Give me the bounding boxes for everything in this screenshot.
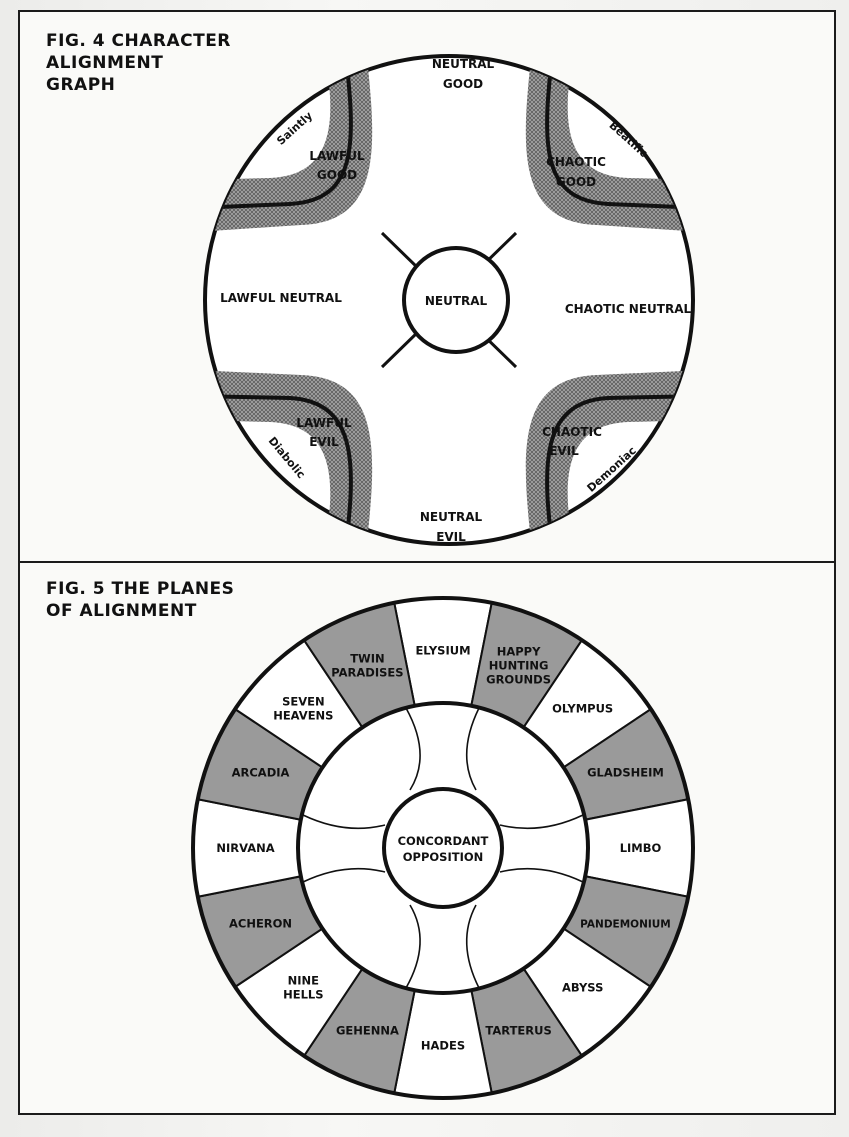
plane-label-nine-hells-1: NINE [288, 974, 320, 988]
fig5-title: FIG. 5 THE PLANES OF ALIGNMENT [46, 578, 266, 622]
plane-label-twin-paradises-2: PARADISES [331, 666, 403, 680]
fig5-inner-connectors [302, 707, 584, 989]
plane-label-tarterus: TARTERUS [485, 1023, 551, 1037]
neutral-center-label: NEUTRAL [425, 294, 488, 308]
chaotic-evil-band [525, 370, 693, 544]
lawful-evil-label-1: LAWFUL [296, 416, 352, 430]
plane-label-nine-hells-2: HELLS [283, 988, 323, 1002]
fig4-center-circle [402, 246, 510, 354]
plane-label-hades: HADES [421, 1039, 465, 1053]
plane-label-seven-heavens-2: HEAVENS [273, 708, 333, 722]
lawful-good-label-2: GOOD [317, 168, 357, 182]
connector-right-bottom [499, 867, 584, 883]
character-alignment-graph: NEUTRAL NEUTRAL GOOD LAWFUL GOOD CHAOTIC… [203, 54, 695, 546]
chaotic-neutral-label: CHAOTIC NEUTRAL [565, 302, 692, 316]
plane-label-acheron: ACHERON [229, 917, 292, 931]
chaotic-good-label-1: CHAOTIC [546, 155, 606, 169]
lawful-neutral-label: LAWFUL NEUTRAL [220, 291, 342, 305]
fig4-title-line-2: ALIGNMENT [46, 53, 164, 73]
chaotic-evil-label-1: CHAOTIC [542, 425, 602, 439]
connector-top-right [465, 707, 480, 791]
chaotic-good-boundary [545, 56, 693, 210]
plane-label-abyss: ABYSS [562, 981, 603, 995]
plane-label-pandemonium: PANDEMONIUM [580, 919, 671, 931]
fig5-outer-circle [191, 596, 695, 1100]
figure-divider [18, 561, 836, 563]
fig5-title-line-2: OF ALIGNMENT [46, 601, 197, 621]
neutral-good-label-1: NEUTRAL [432, 57, 495, 71]
plane-label-happy-hunting-grounds-3: GROUNDS [486, 673, 551, 687]
connector-left-top [302, 814, 386, 830]
connector-bottom-left [405, 904, 421, 989]
fig4-title: FIG. 4 CHARACTER ALIGNMENT GRAPH [46, 30, 266, 96]
opposition-label: OPPOSITION [403, 850, 484, 864]
fig5-center-circle [382, 787, 504, 909]
lawful-evil-band [205, 370, 373, 544]
lawful-good-band [205, 56, 373, 232]
chaotic-good-band [525, 56, 693, 232]
spoke-nw [380, 231, 422, 272]
fig5-title-line-1: FIG. 5 THE PLANES [46, 579, 235, 599]
concordant-label: CONCORDANT [398, 834, 489, 848]
plane-label-happy-hunting-grounds-1: HAPPY [497, 645, 541, 659]
neutral-evil-label-2: EVIL [436, 530, 466, 544]
plane-label-nirvana: NIRVANA [216, 841, 274, 855]
plane-label-arcadia: ARCADIA [232, 765, 290, 779]
lawful-evil-label-2: EVIL [309, 435, 339, 449]
chaotic-evil-label-2: EVIL [549, 444, 579, 458]
fig4-title-line-1: FIG. 4 CHARACTER [46, 31, 231, 51]
plane-label-twin-paradises-1: TWIN [350, 652, 384, 666]
lawful-good-label-1: LAWFUL [309, 149, 365, 163]
connector-bottom-right [465, 904, 480, 989]
plane-label-gehenna: GEHENNA [336, 1023, 399, 1037]
plane-label-happy-hunting-grounds-2: HUNTING [489, 659, 549, 673]
fig4-title-line-3: GRAPH [46, 75, 116, 95]
plane-label-elysium: ELYSIUM [415, 644, 470, 658]
neutral-evil-label-1: NEUTRAL [420, 510, 483, 524]
lawful-good-boundary [205, 56, 353, 210]
connector-top-left [405, 707, 421, 791]
neutral-good-label-2: GOOD [443, 77, 483, 91]
plane-label-olympus: OLYMPUS [552, 701, 613, 715]
connector-left-bottom [302, 867, 386, 883]
plane-label-limbo: LIMBO [620, 841, 662, 855]
spoke-sw [380, 328, 422, 369]
plane-label-gladsheim: GLADSHEIM [587, 765, 664, 779]
plane-label-seven-heavens-1: SEVEN [282, 694, 325, 708]
chaotic-good-label-2: GOOD [556, 175, 596, 189]
connector-right-top [499, 814, 584, 830]
